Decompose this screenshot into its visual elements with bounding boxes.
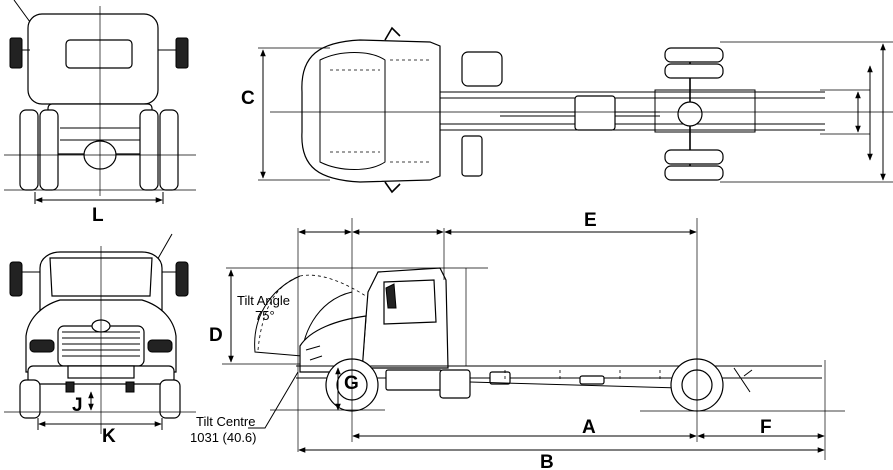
dim-label-D: D — [209, 325, 223, 346]
tilt-angle-value: 75° — [255, 308, 275, 323]
top-view — [258, 26, 893, 194]
rear-view — [4, 0, 196, 204]
tilt-angle-label: Tilt Angle — [237, 293, 290, 308]
dim-label-L: L — [92, 205, 104, 226]
tilt-centre-label: Tilt Centre — [196, 414, 255, 429]
tilt-centre-value: 1031 (40.6) — [190, 430, 257, 445]
front-view — [4, 233, 196, 434]
dim-label-J: J — [72, 395, 83, 416]
dim-label-F: F — [760, 417, 772, 438]
dim-label-A: A — [582, 417, 596, 438]
dim-label-G: G — [344, 373, 359, 394]
side-view — [222, 218, 845, 460]
dim-label-K: K — [102, 426, 116, 447]
dim-label-E: E — [584, 210, 597, 231]
dim-label-C: C — [241, 88, 255, 109]
dim-label-B: B — [540, 452, 554, 470]
